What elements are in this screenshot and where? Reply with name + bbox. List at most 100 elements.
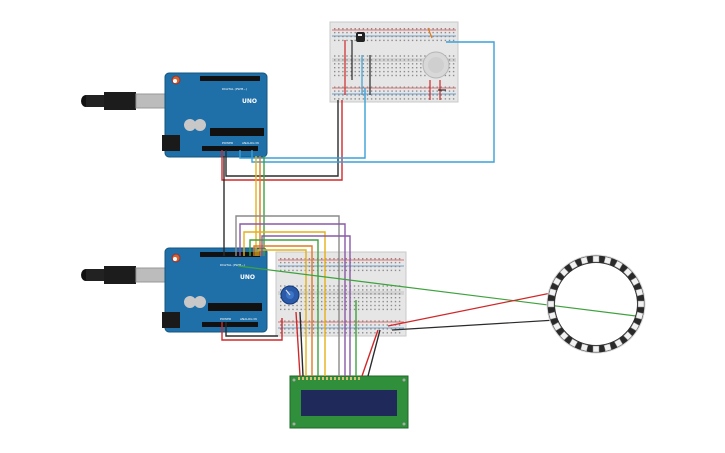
breadboard-hole — [370, 308, 372, 311]
usb-cable-top[interactable] — [81, 92, 167, 110]
breadboard-hole — [353, 328, 356, 330]
breadboard-hole — [382, 304, 384, 307]
lcd-pin — [298, 377, 300, 380]
piezo-buzzer[interactable] — [422, 51, 450, 79]
breadboard-hole — [370, 31, 373, 34]
breadboard-hole — [366, 86, 369, 88]
breadboard-hole — [390, 297, 393, 299]
breadboard-hole — [420, 35, 422, 38]
breadboard-hole — [416, 86, 418, 88]
breadboard-hole — [362, 265, 364, 268]
breadboard-hole — [362, 63, 365, 65]
breadboard-hole — [374, 293, 376, 295]
breadboard-hole — [353, 289, 356, 291]
breadboard-hole — [395, 59, 397, 61]
breadboard-hole — [403, 31, 406, 34]
neopixel-led — [630, 322, 640, 331]
breadboard-hole — [353, 332, 356, 334]
breadboard-hole — [398, 293, 401, 295]
breadboard-hole — [312, 308, 315, 311]
breadboard-hole — [386, 332, 388, 334]
breadboard-hole — [345, 289, 347, 291]
breadboard-hole — [448, 28, 451, 30]
breadboard-hole — [353, 269, 356, 272]
breadboard-hole — [382, 308, 384, 311]
breadboard-hole — [395, 74, 397, 77]
breadboard-hole — [428, 86, 430, 88]
breadboard-hole — [448, 67, 451, 69]
lcd-16x2[interactable] — [289, 375, 409, 429]
breadboard-hole — [394, 265, 397, 268]
arduino-uno-bottom[interactable]: UNO DIGITAL (PWM~) POWER ANALOG IN — [162, 247, 268, 333]
breadboard-hole — [353, 258, 356, 260]
breadboard-hole — [280, 258, 282, 260]
breadboard-hole — [362, 297, 364, 299]
breadboard-hole — [370, 67, 373, 69]
lcd-pin — [346, 377, 348, 380]
breadboard-hole — [362, 289, 364, 291]
neopixel-ring[interactable] — [546, 254, 646, 354]
breadboard-hole — [358, 55, 360, 57]
potentiometer[interactable] — [280, 285, 300, 305]
breadboard-hole — [362, 90, 365, 92]
breadboard-hole — [321, 324, 323, 326]
breadboard-hole — [370, 300, 372, 303]
breadboard-hole — [337, 328, 339, 330]
breadboard-hole — [398, 304, 401, 307]
breadboard-hole — [333, 324, 335, 326]
breadboard-hole — [379, 55, 381, 57]
breadboard-hole — [342, 31, 344, 34]
neopixel-led — [548, 311, 557, 320]
breadboard-hole — [362, 70, 365, 73]
neopixel-led — [592, 345, 600, 353]
breadboard-hole — [308, 265, 311, 268]
temperature-sensor[interactable] — [356, 32, 365, 42]
breadboard-hole — [354, 28, 356, 30]
lcd-pins — [298, 377, 360, 380]
breadboard-hole — [440, 28, 442, 30]
arduino-uno-top[interactable]: UNO DIGITAL (PWM~) POWER ANALOG IN — [162, 72, 268, 158]
neopixel-led — [552, 277, 562, 286]
breadboard-hole — [407, 39, 410, 42]
breadboard-hole — [383, 67, 385, 69]
breadboard-hole — [399, 74, 401, 77]
breadboard-hole — [436, 39, 438, 42]
breadboard-hole — [399, 70, 401, 73]
breadboard-hole — [407, 70, 410, 73]
breadboard-hole — [448, 94, 451, 96]
breadboard-hole — [411, 28, 414, 30]
breadboard-hole — [370, 59, 373, 61]
breadboard-hole — [312, 261, 315, 264]
breadboard-hole — [398, 258, 401, 260]
breadboard-hole — [325, 285, 327, 287]
breadboard-hole — [300, 320, 302, 322]
lcd-pin — [338, 377, 340, 380]
breadboard-hole — [325, 304, 327, 307]
breadboard-hole — [436, 86, 438, 88]
breadboard-hole — [383, 63, 385, 65]
breadboard-hole — [395, 28, 397, 30]
breadboard-hole — [378, 265, 380, 268]
breadboard-hole — [383, 55, 385, 57]
breadboard-hole — [329, 300, 331, 303]
breadboard-hole — [370, 86, 373, 88]
breadboard-hole — [350, 39, 352, 42]
breadboard-hole — [375, 28, 377, 30]
breadboard-hole — [357, 297, 360, 299]
neopixel-led — [580, 256, 589, 265]
breadboard-hole — [390, 293, 393, 295]
breadboard-hole — [390, 304, 393, 307]
breadboard-hole — [296, 258, 298, 260]
breadboard-hole — [370, 258, 372, 260]
breadboard-hole — [366, 304, 368, 307]
breadboard-hole — [424, 90, 426, 92]
breadboard-hole — [440, 31, 442, 34]
breadboard-hole — [284, 269, 286, 272]
breadboard-hole — [296, 261, 298, 264]
usb-cable-bottom[interactable] — [81, 266, 167, 284]
neopixel-led — [580, 343, 589, 352]
breadboard-hole — [366, 300, 368, 303]
breadboard-hole — [333, 297, 335, 299]
breadboard-hole — [353, 297, 356, 299]
breadboard-hole — [452, 98, 455, 100]
